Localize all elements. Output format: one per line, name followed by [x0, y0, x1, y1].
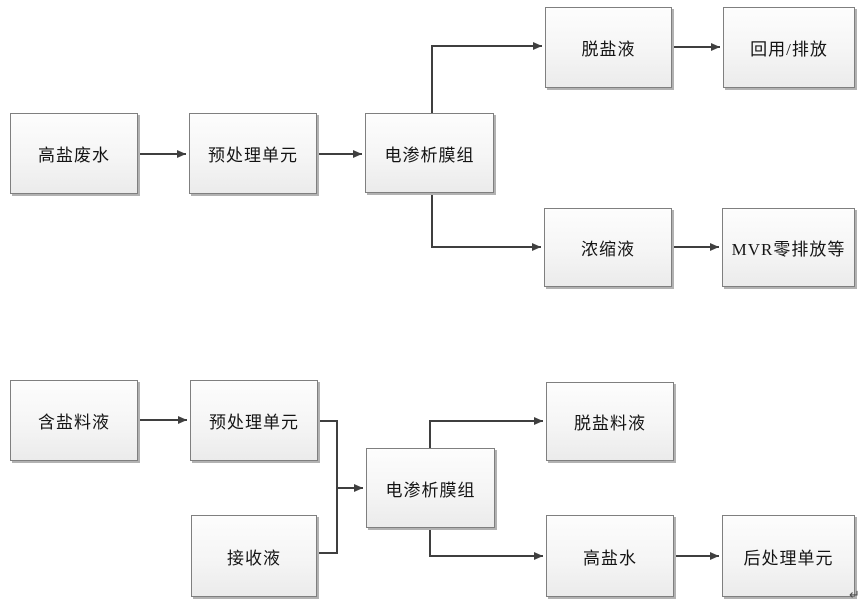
node-salt-containing-feed: 含盐料液 — [10, 380, 138, 461]
node-concentrate-liquid: 浓缩液 — [544, 208, 672, 287]
paragraph-return-mark: ↵ — [849, 588, 860, 603]
edge-membrane2-to-highsalt-water — [429, 528, 543, 560]
node-electrodialysis-membrane-stack: 电渗析膜组 — [365, 113, 494, 193]
edge-membrane-to-concentrate — [431, 193, 541, 251]
edge-pretreatment2-and-receiving-bus — [317, 420, 338, 554]
node-post-treatment-unit: 后处理单元 — [722, 515, 855, 597]
edge-membrane2-to-desalted-feed — [429, 417, 543, 448]
node-receiving-liquid: 接收液 — [191, 515, 317, 597]
node-pretreatment-unit-2: 预处理单元 — [190, 380, 318, 461]
node-desalted-feed-liquid: 脱盐料液 — [546, 382, 674, 461]
edge-membrane-to-desalted — [431, 42, 542, 113]
node-pretreatment-unit: 预处理单元 — [189, 113, 317, 194]
node-reuse-discharge: 回用/排放 — [723, 7, 855, 88]
node-electrodialysis-membrane-stack-2: 电渗析膜组 — [366, 448, 495, 528]
node-desalted-liquid: 脱盐液 — [545, 7, 672, 88]
node-mvr-zero-discharge: MVR零排放等 — [722, 208, 855, 287]
node-high-salt-water: 高盐水 — [546, 515, 674, 597]
node-high-salt-wastewater: 高盐废水 — [10, 113, 138, 194]
